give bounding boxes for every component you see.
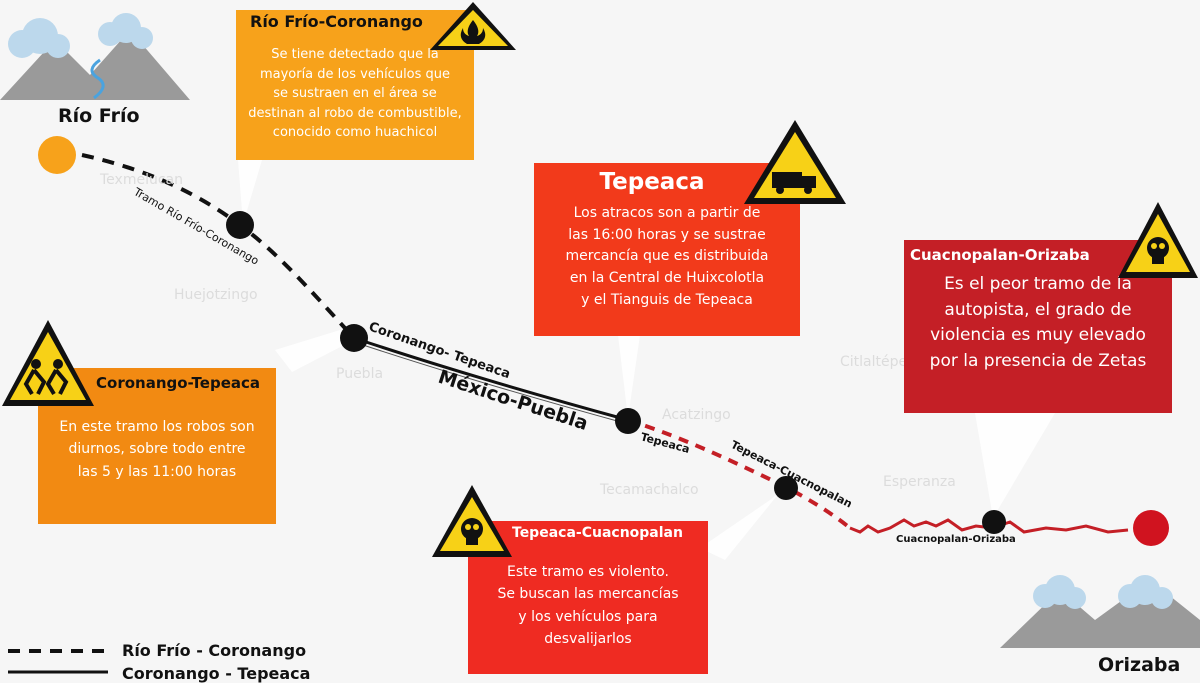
- skull-warning-icon: [432, 485, 512, 557]
- box-title: Tepeaca-Cuacnopalan: [512, 525, 683, 541]
- cloud-icon: [8, 13, 153, 58]
- box-rio-frio-coronango: Río Frío-Coronango Se tiene detectado qu…: [236, 10, 474, 160]
- node-coronango-top: [226, 211, 254, 239]
- ghost-town-huejotzingo: Huejotzingo: [174, 287, 258, 303]
- label-tepeaca-cuacnopalan: Tepeaca-Cuacnopalan: [729, 438, 855, 511]
- city-rio-frio: Río Frío: [58, 105, 140, 127]
- label-cuacnopalan-orizaba: Cuacnopalan-Orizaba: [896, 534, 1016, 545]
- box-title: Coronango-Tepeaca: [96, 374, 261, 392]
- box-body: Se tiene detectado que la mayoría de los…: [248, 47, 462, 140]
- route-coronango-tepeaca: [353, 336, 629, 422]
- ghost-town-puebla: Puebla: [336, 366, 384, 382]
- box-body: Es el peor tramo de la autopista, el gra…: [929, 274, 1147, 371]
- rio-frio-sun: [38, 136, 76, 174]
- ghost-town-citlaltepetl: Citlaltépetl: [840, 354, 917, 370]
- node-tepeaca: [615, 408, 641, 434]
- ghost-town-tecamachalco: Tecamachalco: [600, 482, 699, 498]
- box-title: Río Frío-Coronango: [250, 12, 423, 31]
- people-running-warning-icon: [2, 320, 94, 406]
- orizaba-dot: [1133, 510, 1169, 546]
- box-title: Cuacnopalan-Orizaba: [910, 246, 1090, 264]
- node-cuacnopalan: [982, 510, 1006, 534]
- box-title: Tepeaca: [599, 169, 705, 195]
- label-highway: México-Puebla: [435, 366, 590, 435]
- route-tepeaca-cuacnopalan: [627, 418, 852, 530]
- box-body: Los atracos son a partir de las 16:00 ho…: [565, 205, 769, 308]
- mountains-top-left: [0, 13, 190, 100]
- node-cuacnopalan-east: [774, 476, 798, 500]
- fire-warning-icon: [430, 2, 516, 50]
- box-tepeaca-cuacnopalan: Tepeaca-Cuacnopalan Este tramo es violen…: [468, 521, 708, 674]
- callout-beams: [238, 160, 1055, 560]
- box-body: En este tramo los robos son diurnos, sob…: [59, 419, 255, 480]
- ghost-town-texmelucan: Texmelucan: [100, 172, 183, 188]
- cloud-icon: [1033, 575, 1173, 609]
- route-cuacnopalan-orizaba: [849, 518, 1129, 534]
- box-body: Este tramo es violento. Se buscan las me…: [497, 564, 679, 648]
- city-orizaba: Orizaba: [1098, 654, 1181, 676]
- ghost-town-acatzingo: Acatzingo: [662, 407, 731, 423]
- ghost-town-esperanza: Esperanza: [883, 474, 956, 490]
- truck-warning-icon: [744, 120, 846, 204]
- legend-rio-frio-coronango: Río Frío - Coronango: [122, 641, 307, 660]
- mountains-bottom-right: [1000, 575, 1200, 648]
- node-coronango: [340, 324, 368, 352]
- skull-warning-icon: [1118, 202, 1198, 278]
